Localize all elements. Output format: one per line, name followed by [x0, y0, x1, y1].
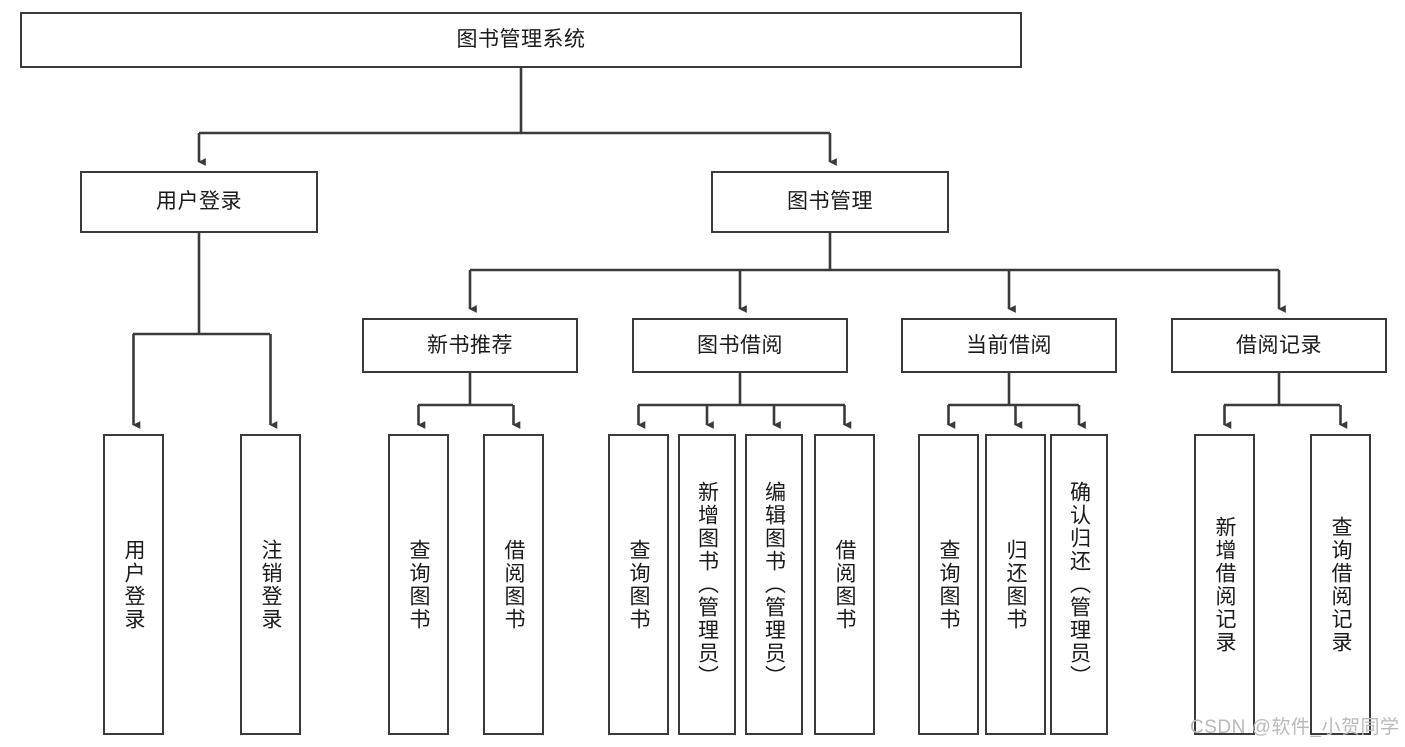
node-label: 用户登录	[156, 190, 242, 214]
node-leaf-2[interactable]: 注销登录	[240, 434, 301, 735]
node-label: 查询图书	[407, 538, 430, 631]
node-leaf-13[interactable]: 查询借阅记录	[1310, 434, 1371, 735]
node-leaf-9[interactable]: 查询图书	[918, 434, 979, 735]
node-leaf-6[interactable]: 新增图书（管理员）	[678, 434, 736, 735]
node-label: 查询图书	[627, 538, 650, 631]
node-leaf-3[interactable]: 查询图书	[388, 434, 449, 735]
node-label: 用户登录	[122, 538, 145, 631]
node-label: 新增图书（管理员）	[695, 481, 719, 688]
node-current[interactable]: 当前借阅	[901, 318, 1117, 373]
node-label: 新增借阅记录	[1213, 515, 1236, 654]
node-label: 图书借阅	[697, 333, 783, 357]
node-label: 图书管理系统	[456, 28, 586, 52]
node-leaf-8[interactable]: 借阅图书	[814, 434, 875, 735]
node-leaf-11[interactable]: 确认归还（管理员）	[1050, 434, 1108, 735]
node-borrow[interactable]: 图书借阅	[632, 318, 848, 373]
node-root[interactable]: 图书管理系统	[20, 12, 1022, 68]
node-leaf-7[interactable]: 编辑图书（管理员）	[745, 434, 803, 735]
node-label: 查询借阅记录	[1329, 515, 1352, 654]
node-bookmgmt[interactable]: 图书管理	[711, 171, 949, 233]
node-label: 查询图书	[937, 538, 960, 631]
node-label: 借阅图书	[502, 538, 525, 631]
node-leaf-5[interactable]: 查询图书	[608, 434, 669, 735]
node-label: 归还图书	[1004, 538, 1027, 631]
node-record[interactable]: 借阅记录	[1171, 318, 1387, 373]
node-label: 确认归还（管理员）	[1067, 481, 1091, 688]
node-label: 图书管理	[787, 190, 873, 214]
node-leaf-10[interactable]: 归还图书	[985, 434, 1046, 735]
node-newbook[interactable]: 新书推荐	[362, 318, 578, 373]
node-label: 注销登录	[259, 538, 282, 631]
node-label: 借阅记录	[1236, 333, 1322, 357]
node-label: 编辑图书（管理员）	[762, 481, 786, 688]
node-login[interactable]: 用户登录	[80, 171, 318, 233]
node-leaf-12[interactable]: 新增借阅记录	[1194, 434, 1255, 735]
node-leaf-4[interactable]: 借阅图书	[483, 434, 544, 735]
node-label: 新书推荐	[427, 333, 513, 357]
node-label: 借阅图书	[833, 538, 856, 631]
node-leaf-1[interactable]: 用户登录	[103, 434, 164, 735]
node-label: 当前借阅	[966, 333, 1052, 357]
